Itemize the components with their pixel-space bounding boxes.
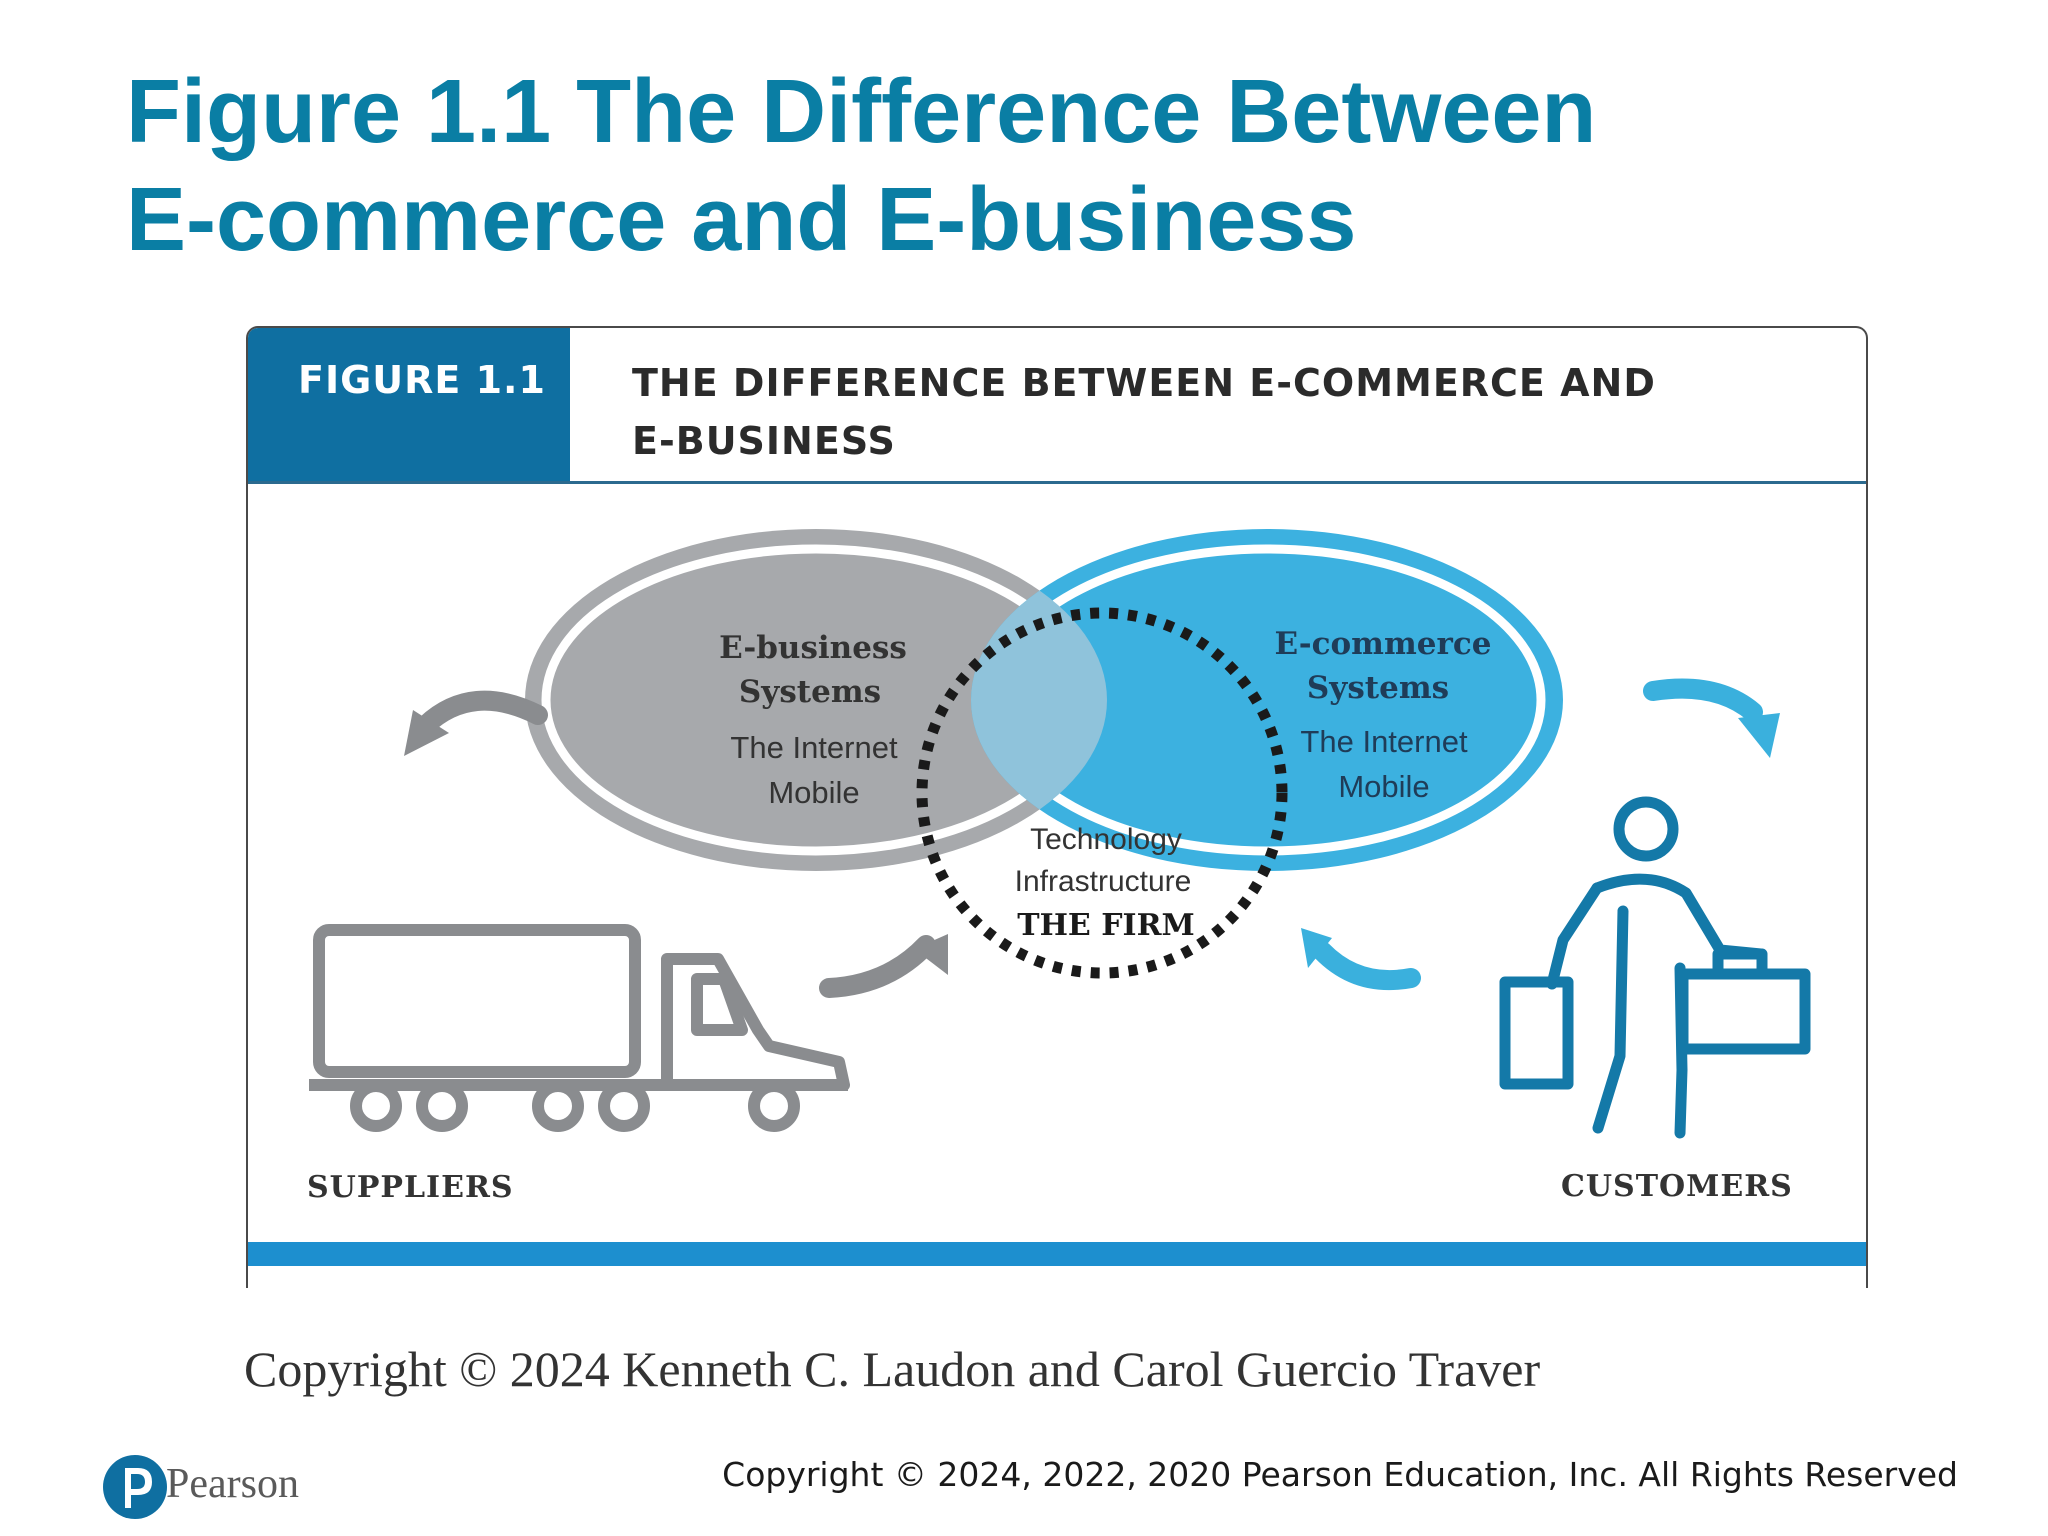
difference-diagram: E-business Systems The Internet Mobile E… — [307, 529, 1811, 1205]
ebusiness-item-internet: The Internet — [730, 730, 898, 765]
ebusiness-title-line2: Systems — [739, 674, 881, 710]
ecommerce-item-internet: The Internet — [1300, 724, 1468, 759]
customer-shopper-icon — [1499, 796, 1811, 1139]
figure-header: FIGURE 1.1 THE DIFFERENCE BETWEEN E-COMM… — [248, 328, 1866, 484]
figure-accent-bar — [248, 1242, 1866, 1266]
pearson-wordmark: Pearson — [166, 1461, 299, 1507]
ecommerce-item-mobile: Mobile — [1338, 769, 1429, 804]
truck-icon — [309, 924, 850, 1132]
firm-text-technology: Technology — [1030, 823, 1182, 856]
ecommerce-title-line2: Systems — [1307, 670, 1449, 706]
figure-title: THE DIFFERENCE BETWEEN E-COMMERCE AND E-… — [632, 354, 1832, 470]
ebusiness-title-line1: E-business — [719, 630, 907, 666]
figure-panel: FIGURE 1.1 THE DIFFERENCE BETWEEN E-COMM… — [246, 326, 1868, 1288]
figure-label: FIGURE 1.1 — [298, 358, 546, 402]
figure-label-box: FIGURE 1.1 — [248, 328, 570, 481]
firm-dotted-circle — [916, 607, 1288, 979]
pearson-logo-icon — [103, 1455, 167, 1519]
firm-text-the-firm: THE FIRM — [1017, 908, 1194, 943]
suppliers-label: SUPPLIERS — [307, 1170, 514, 1205]
arrow-to-customers-icon — [1643, 678, 1780, 758]
arrow-to-suppliers-icon — [404, 690, 548, 756]
arrow-from-suppliers-icon — [819, 934, 948, 998]
slide-title: Figure 1.1 The Difference Between E-comm… — [126, 58, 1826, 274]
arrow-from-customers-icon — [1301, 928, 1421, 991]
figure-title-line2: E-BUSINESS — [632, 419, 896, 463]
ebusiness-item-mobile: Mobile — [768, 775, 859, 810]
slide-title-line1: Figure 1.1 The Difference Between — [126, 62, 1597, 162]
figure-copyright: Copyright © 2024 Kenneth C. Laudon and C… — [244, 1341, 1541, 1397]
firm-text-infrastructure: Infrastructure — [1015, 865, 1192, 898]
slide-copyright: Copyright © 2024, 2022, 2020 Pearson Edu… — [722, 1455, 1958, 1494]
ecommerce-title-line1: E-commerce — [1275, 626, 1492, 662]
slide-title-line2: E-commerce and E-business — [126, 170, 1357, 270]
figure-title-line1: THE DIFFERENCE BETWEEN E-COMMERCE AND — [632, 361, 1656, 405]
customers-label: CUSTOMERS — [1561, 1169, 1793, 1204]
